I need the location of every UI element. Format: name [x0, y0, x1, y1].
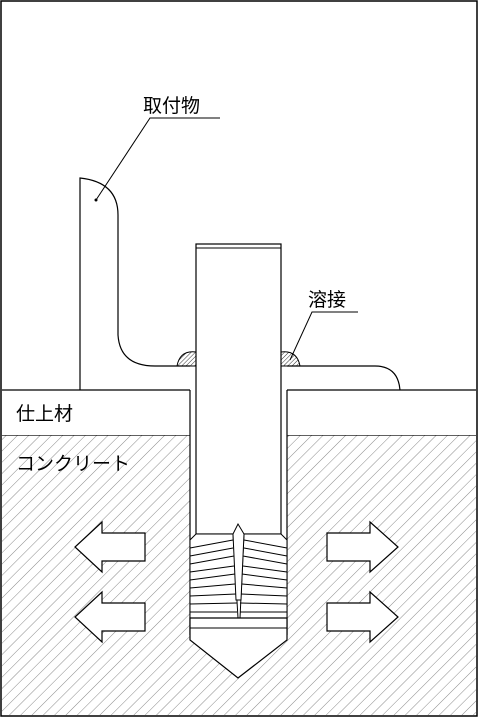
weld-leader [289, 311, 358, 361]
bolt-cone-tip [189, 617, 288, 679]
finish-layer [2, 390, 190, 435]
concrete-label: コンクリート [16, 453, 130, 475]
right-arrow-icon [326, 590, 399, 644]
bolt-shaft [195, 243, 282, 535]
expansion-sleeve [189, 522, 288, 619]
weld-label: 溶接 [308, 289, 346, 311]
attachment-bracket [79, 177, 401, 391]
attachment-label: 取付物 [143, 95, 200, 117]
left-arrow-icon [74, 590, 146, 644]
finish-layer-right [287, 390, 476, 435]
attachment-leader [95, 117, 220, 201]
attachment-leader-dot [94, 198, 98, 202]
left-arrow-icon [74, 520, 146, 574]
finish-label: 仕上材 [16, 403, 73, 425]
right-arrow-icon [326, 520, 399, 574]
